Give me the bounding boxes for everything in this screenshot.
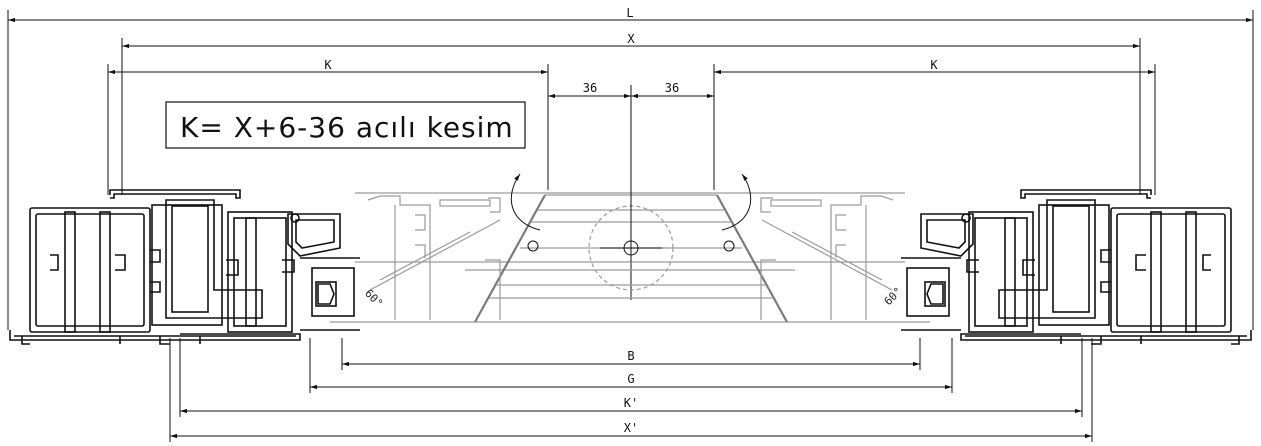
center-mechanism: 60° 60° [330,170,930,323]
dimension-G-label: G [627,372,634,386]
profile-assembly-right [901,189,1252,345]
formula-box: K= X+6-36 acılı kesim [165,101,526,149]
dimension-K-prime: K' [179,338,1083,417]
dimension-X-prime-label: X' [624,421,638,435]
dimension-X-prime: X' [169,338,1093,442]
dimension-X-label: X [627,32,635,46]
dimension-B: B [341,338,921,370]
offset-left-label: 36 [583,81,597,95]
dimension-K-right: K [713,58,1156,195]
dimension-X: X [121,32,1141,195]
profile-assembly-left [9,189,360,345]
ghost-sash-right [760,195,894,320]
dimension-K-left: K [107,58,549,195]
ghost-sash-left [367,195,501,320]
dimension-K-left-label: K [324,58,332,72]
dimension-B-label: B [627,349,634,363]
offset-right-label: 36 [665,81,679,95]
dimension-L-label: L [626,6,633,20]
angle-left-label: 60° [362,287,385,310]
angle-right-label: 60° [882,285,905,308]
dimension-L: L [7,6,1254,330]
dimension-G: G [309,338,953,393]
dimension-K-right-label: K [930,58,938,72]
dimension-K-prime-label: K' [624,396,638,410]
formula-text: K= X+6-36 acılı kesim [180,111,514,144]
